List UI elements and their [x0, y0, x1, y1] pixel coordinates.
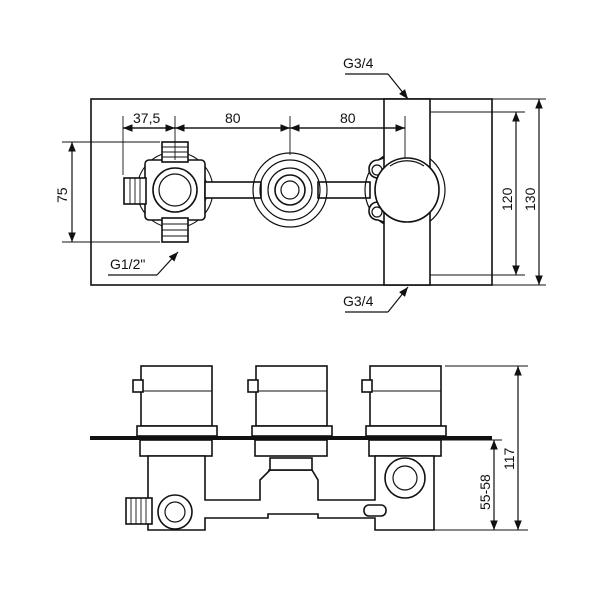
cover-plate-edge [90, 436, 492, 440]
pipe-left [204, 181, 262, 199]
dim-55-58: 55-58 [477, 474, 493, 510]
dim-130: 130 [522, 187, 538, 211]
pipe-right [317, 181, 371, 199]
dim-37-5: 37,5 [133, 110, 160, 126]
dim-120: 120 [499, 187, 515, 211]
handle-right [361, 365, 447, 437]
outlet-top-label: G3/4 [343, 55, 374, 71]
middle-valve [252, 152, 328, 228]
handle-left [132, 365, 218, 437]
dim-75: 75 [54, 187, 70, 203]
dim-117: 117 [501, 447, 517, 470]
outlet-bottom-label: G3/4 [343, 293, 374, 309]
top-view: 37,5 80 80 75 120 130 G3/4 G3/4 G1/2" [54, 55, 546, 313]
right-valve [364, 98, 446, 286]
body-left [147, 455, 435, 531]
dim-80-right: 80 [340, 110, 356, 126]
inlet-label: G1/2" [110, 256, 145, 272]
dim-80-left: 80 [225, 110, 241, 126]
handle-middle [247, 365, 333, 437]
side-view: 55-58 117 [90, 365, 528, 531]
